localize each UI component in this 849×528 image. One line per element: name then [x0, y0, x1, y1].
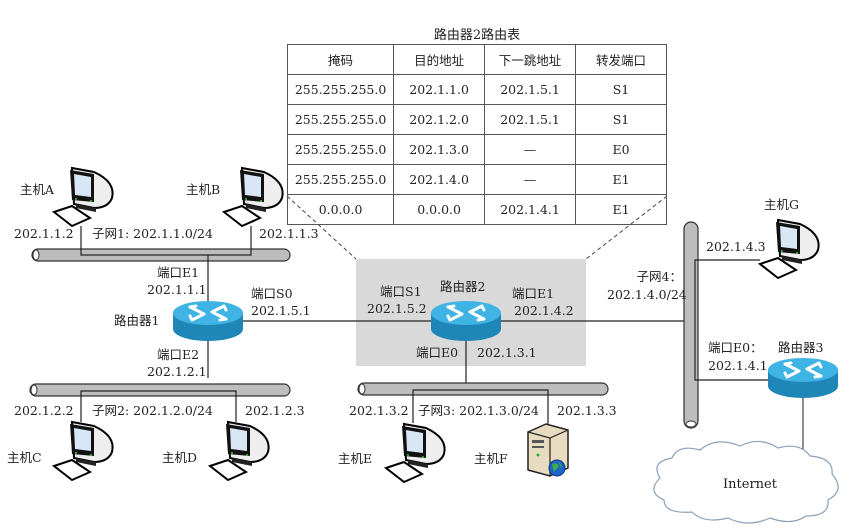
host-c-label: 主机C [7, 450, 42, 465]
host-f-label: 主机F [474, 451, 508, 466]
cell-mask: 255.255.255.0 [286, 74, 395, 105]
host-e-ip: 202.1.3.2 [349, 403, 409, 418]
routing-table: 掩码 目的地址 下一跳地址 转发端口 255.255.255.0 202.1.1… [286, 44, 667, 225]
subnet2-label: 子网2: 202.1.2.0/24 [92, 403, 213, 418]
table-row: 255.255.255.0 202.1.1.0 202.1.5.1 S1 [286, 74, 667, 105]
header-mask: 掩码 [286, 44, 395, 75]
cell-mask: 0.0.0.0 [286, 194, 395, 225]
router1-label: 路由器1 [114, 313, 160, 328]
r1-e2-ip: 202.1.2.1 [147, 364, 207, 379]
table-row: 255.255.255.0 202.1.2.0 202.1.5.1 S1 [286, 104, 667, 135]
host-a-ip: 202.1.1.2 [14, 226, 74, 241]
r2-e0-port: 端口E0 [416, 345, 459, 360]
cell-destination: 202.1.1.0 [393, 74, 486, 105]
subnet1-host-links [80, 226, 252, 256]
cell-port: S1 [575, 74, 667, 105]
host-d-ip: 202.1.2.3 [245, 403, 305, 418]
cell-next-hop: — [484, 164, 577, 195]
r2-s1-port: 端口S1 [380, 284, 422, 299]
host-e-pc-icon [385, 423, 446, 483]
host-g-ip: 202.1.4.3 [706, 239, 766, 254]
cell-destination: 202.1.4.0 [393, 164, 486, 195]
host-c-ip: 202.1.2.2 [14, 403, 74, 418]
internet-label: Internet [723, 477, 777, 492]
cell-port: E1 [575, 194, 667, 225]
subnet3-host-links [412, 389, 549, 426]
cell-destination: 202.1.3.0 [393, 134, 486, 165]
host-a-label: 主机A [20, 182, 55, 197]
table-row: 255.255.255.0 202.1.3.0 — E0 [286, 134, 667, 165]
host-f-server-icon [527, 423, 569, 477]
host-b-label: 主机B [186, 182, 221, 197]
cell-mask: 255.255.255.0 [286, 164, 395, 195]
host-f-ip: 202.1.3.3 [557, 403, 617, 418]
cell-destination: 0.0.0.0 [393, 194, 486, 225]
cell-next-hop: 202.1.4.1 [484, 194, 577, 225]
cell-mask: 255.255.255.0 [286, 134, 395, 165]
header-port: 转发端口 [575, 44, 667, 75]
host-g-pc-icon [759, 219, 820, 279]
router2-label: 路由器2 [440, 279, 486, 294]
table-row: 255.255.255.0 202.1.4.0 — E1 [286, 164, 667, 195]
r2-s1-ip: 202.1.5.2 [367, 301, 427, 316]
cell-port: S1 [575, 104, 667, 135]
table-row: 0.0.0.0 0.0.0.0 202.1.4.1 E1 [286, 194, 667, 225]
subnet3-bus [357, 382, 609, 396]
r1-e1-ip: 202.1.1.1 [147, 282, 207, 297]
subnet2-host-links [80, 390, 237, 422]
header-destination: 目的地址 [393, 44, 486, 75]
cell-next-hop: — [484, 134, 577, 165]
r1-e2-port: 端口E2 [157, 347, 200, 362]
r2-e1-port: 端口E1 [512, 286, 555, 301]
host-d-label: 主机D [162, 450, 198, 465]
router2-icon [429, 299, 503, 343]
host-d-pc-icon [209, 421, 270, 481]
subnet4-bus [683, 221, 699, 429]
routing-table-header: 掩码 目的地址 下一跳地址 转发端口 [286, 44, 667, 75]
subnet3-label: 子网3: 202.1.3.0/24 [418, 403, 539, 418]
r1-s0-ip: 202.1.5.1 [251, 303, 311, 318]
subnet4-host-links [694, 259, 770, 381]
host-c-pc-icon [53, 421, 114, 481]
cell-port: E0 [575, 134, 667, 165]
host-e-label: 主机E [338, 451, 373, 466]
host-b-pc-icon [223, 167, 284, 227]
router1-icon [171, 299, 245, 343]
subnet4-name: 子网4： [636, 269, 682, 284]
subnet2-bus [29, 383, 291, 397]
cell-mask: 255.255.255.0 [286, 104, 395, 135]
router3-icon [766, 356, 840, 400]
cell-next-hop: 202.1.5.1 [484, 104, 577, 135]
r2-e1-ip: 202.1.4.2 [514, 303, 574, 318]
r2-e0-ip: 202.1.3.1 [477, 345, 537, 360]
r3-e0-ip: 202.1.4.1 [708, 358, 768, 373]
r3-e0-port: 端口E0： [708, 340, 763, 355]
cell-port: E1 [575, 164, 667, 195]
routing-table-title: 路由器2路由表 [433, 28, 521, 43]
header-next-hop: 下一跳地址 [484, 44, 577, 75]
cell-destination: 202.1.2.0 [393, 104, 486, 135]
host-g-label: 主机G [764, 197, 799, 212]
router3-label: 路由器3 [778, 340, 824, 355]
internet-cloud-icon [653, 440, 839, 524]
r1-s0-port: 端口S0 [251, 286, 293, 301]
r1-e1-port: 端口E1 [157, 265, 200, 280]
host-b-ip: 202.1.1.3 [259, 226, 319, 241]
host-a-pc-icon [53, 167, 114, 227]
subnet1-label: 子网1: 202.1.1.0/24 [92, 226, 213, 241]
subnet4-addr: 202.1.4.0/24 [607, 287, 687, 302]
cell-next-hop: 202.1.5.1 [484, 74, 577, 105]
